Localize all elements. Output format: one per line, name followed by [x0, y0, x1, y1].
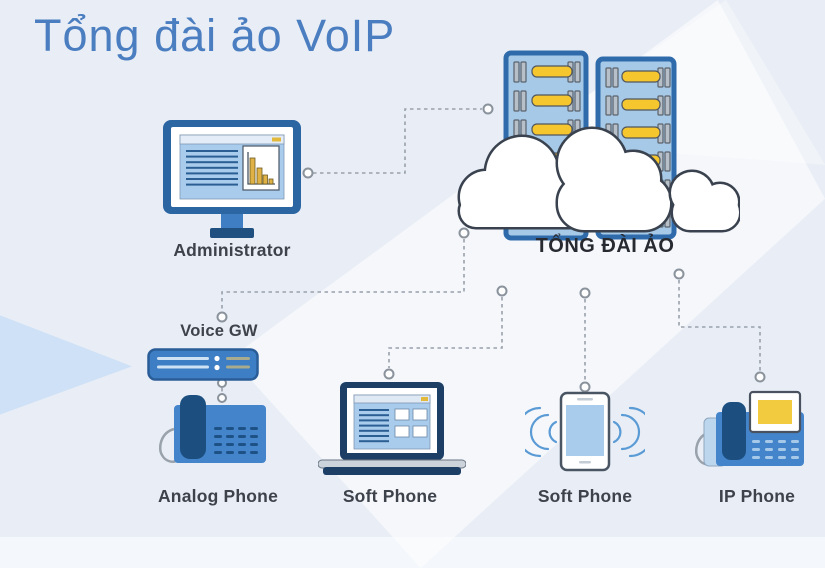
connector-endpoint	[217, 393, 227, 403]
connector-cloud-voicegw	[221, 239, 465, 311]
soft-phone-laptop-label: Soft Phone	[342, 486, 438, 506]
soft-phone-mobile-label: Soft Phone	[537, 486, 633, 506]
smartphone-icon	[525, 391, 645, 472]
analog-phone-icon	[158, 395, 266, 463]
connector-endpoint	[579, 381, 591, 393]
laptop-icon	[318, 382, 466, 475]
connector-endpoint	[754, 371, 766, 383]
ip-phone-icon	[694, 390, 804, 467]
page-title: Tổng đài ảo VoIP	[34, 10, 396, 61]
connector-endpoint	[673, 268, 685, 280]
ip-phone-label: IP Phone	[718, 486, 796, 506]
gateway-device-icon	[147, 348, 259, 381]
connector-endpoint	[579, 287, 591, 299]
connector-endpoint	[383, 368, 395, 380]
cloud-right	[668, 169, 740, 233]
connector-endpoint	[216, 311, 228, 323]
connector-endpoint	[302, 167, 314, 179]
administrator-label: Administrator	[173, 240, 291, 260]
cloud-servers-icon	[457, 50, 740, 241]
desktop-monitor-icon	[163, 120, 301, 238]
background-bottom-strip	[0, 537, 825, 568]
cloud-middle	[555, 126, 673, 233]
connector-endpoint	[496, 285, 508, 297]
connector-cloud-ipphone	[678, 280, 761, 371]
virtual-pbx-label: TỔNG ĐÀI ẢO	[535, 235, 675, 257]
voice-gw-label: Voice GW	[180, 322, 258, 340]
connector-cloud-softphone-laptop	[388, 297, 503, 368]
connector-endpoint	[482, 103, 494, 115]
connector-endpoint	[458, 227, 470, 239]
analog-phone-label: Analog Phone	[157, 486, 279, 506]
